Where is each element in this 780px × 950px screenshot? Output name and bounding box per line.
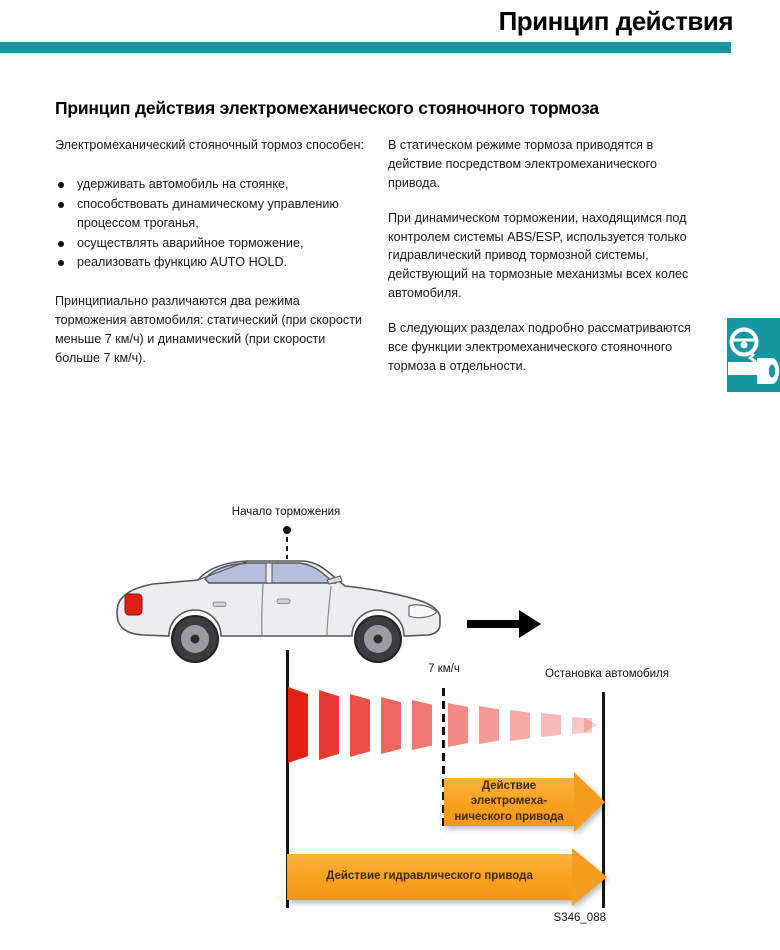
dynamic-mode-paragraph: При динамическом торможении, находящимся… — [388, 210, 689, 301]
section-heading: Принцип действия электромеханического ст… — [55, 98, 599, 118]
car-illustration — [113, 556, 445, 664]
steering-wheel-brake-icon — [727, 327, 780, 396]
header-rule — [0, 42, 731, 53]
braking-modes-paragraph: Принципиально различаются два режима тор… — [55, 294, 363, 366]
direction-arrow-icon — [467, 610, 541, 638]
bullet-item: реализовать функцию AUTO HOLD. — [55, 253, 367, 272]
speed-threshold-label: 7 км/ч — [428, 663, 460, 675]
bullet-item: удерживать автомобиль на стоянке, — [55, 175, 367, 194]
next-sections-paragraph: В следующих разделах подробно рассматрив… — [388, 321, 691, 373]
braking-diagram: Начало торможения — [0, 500, 780, 945]
deceleration-tip — [584, 718, 598, 732]
page-title: Принцип действия — [498, 6, 734, 36]
right-column: В статическом режиме тормоза приводятся … — [388, 136, 708, 392]
speed-threshold-dashed-line — [442, 688, 445, 830]
bullet-item: осуществлять аварийное торможение, — [55, 234, 367, 253]
arrow-head — [574, 772, 605, 832]
bullet-item: способствовать динамическому управлению … — [55, 195, 367, 233]
electromechanical-drive-arrow: Действие электромеха- нического привода — [444, 772, 605, 832]
deceleration-bars — [288, 685, 600, 765]
figure-code: S346_088 — [553, 912, 606, 924]
hydraulic-drive-arrow: Действие гидравлического привода — [287, 848, 607, 906]
left-intro-paragraph: Электромеханический стояночный тормоз сп… — [55, 138, 364, 152]
braking-start-label: Начало торможения — [231, 506, 341, 518]
vehicle-stop-label: Остановка автомобиля — [545, 668, 669, 680]
left-column: Электромеханический стояночный тормоз сп… — [55, 136, 367, 384]
static-mode-paragraph: В статическом режиме тормоза приводятся … — [388, 138, 657, 190]
electromechanical-drive-label: Действие электромеха- нического привода — [444, 778, 574, 826]
hydraulic-drive-label: Действие гидравлического привода — [287, 854, 572, 900]
capabilities-bullet-list: удерживать автомобиль на стоянке, способ… — [55, 175, 367, 272]
braking-start-dashed-line — [286, 537, 288, 559]
arrow-head — [572, 848, 607, 906]
chapter-side-tab — [727, 318, 780, 392]
braking-start-line — [286, 650, 289, 908]
braking-start-dot — [283, 526, 291, 534]
